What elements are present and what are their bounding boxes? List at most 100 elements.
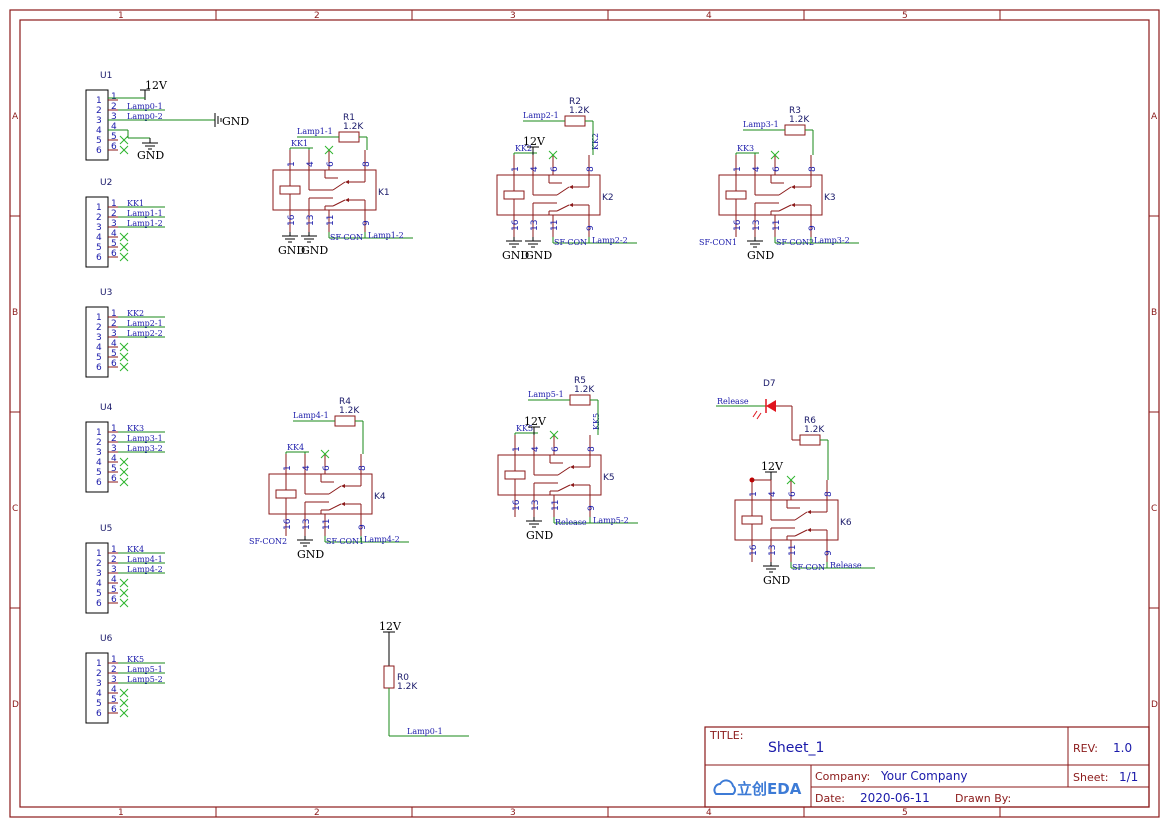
- header-net-label: KK4: [127, 545, 144, 554]
- relay-gnd-16-label: GND: [502, 249, 529, 262]
- relay-bot-left-net: SF-CON2: [776, 238, 814, 247]
- relay-pin-bot: 9: [808, 225, 818, 231]
- relay-pin-top: 6: [322, 465, 332, 471]
- header-body: [85, 306, 109, 378]
- relay-ref: K5: [603, 473, 615, 483]
- header-pin-num-4: 4: [111, 122, 117, 132]
- inner-frame: [19, 19, 1150, 808]
- relay-pin-top: 1: [511, 166, 521, 172]
- title-block: TITLE: Sheet_1 REV: 1.0 Company: Your Co…: [704, 726, 1150, 808]
- header-pin-num-1: 1: [111, 655, 117, 665]
- header-net-label: Lamp2-1: [127, 319, 163, 328]
- relay-pin-bot: 13: [531, 500, 541, 511]
- relay-pin-top: 4: [306, 161, 316, 167]
- header-pin-6: 6: [96, 599, 102, 609]
- header-no-connect-5: [119, 698, 129, 708]
- relay-ref: K4: [374, 492, 386, 502]
- header-pin-num-3: 3: [111, 112, 117, 122]
- header-pin-6: 6: [96, 146, 102, 156]
- header-pin-4: 4: [96, 579, 102, 589]
- header-net-label: Lamp1-2: [127, 219, 163, 228]
- header-pin-num-4: 4: [111, 685, 117, 695]
- relay-gnd-13: GND: [301, 232, 328, 257]
- sw-blade: [794, 511, 808, 521]
- header-pin-num-4: 4: [111, 454, 117, 464]
- header-net-label: Lamp2-2: [127, 329, 163, 338]
- relay-coil-net: KK1: [291, 139, 308, 148]
- header-pin-num-1: 1: [111, 92, 117, 102]
- header-pin-4: 4: [96, 458, 102, 468]
- header-no-connect-4: [119, 342, 129, 352]
- zone-col-1-bottom: 1: [118, 808, 124, 818]
- relay-pin-bot: 11: [550, 220, 560, 231]
- resistor-ref: R6: [804, 416, 816, 426]
- u1-gnd-right-label: GND: [222, 115, 249, 128]
- relay-pin-bot: 9: [824, 550, 834, 556]
- sw-blade: [556, 186, 570, 196]
- header-pin-num-4: 4: [111, 339, 117, 349]
- header-pin-4: 4: [96, 126, 102, 136]
- relay-gnd-13-label: GND: [297, 548, 324, 561]
- header-net-label: KK3: [127, 424, 144, 433]
- header-pin-num-2: 2: [111, 319, 117, 329]
- relay-pin-top: 6: [772, 166, 782, 172]
- header-pin-num-2: 2: [111, 209, 117, 219]
- resistor-body: [784, 124, 806, 136]
- header-pin-5: 5: [96, 243, 102, 253]
- relay-coil: [504, 470, 526, 480]
- relay-pin-bot: 16: [287, 214, 297, 226]
- d7-net-label: Release: [717, 397, 749, 406]
- header-pin-2: 2: [96, 213, 102, 223]
- header-pin-num-3: 3: [111, 219, 117, 229]
- sw-arrow: [345, 198, 349, 202]
- resistor-value: 1.2K: [789, 115, 810, 125]
- header-pin-2: 2: [96, 559, 102, 569]
- header-no-connect-6: [119, 145, 129, 155]
- zone-col-5-bottom: 5: [902, 808, 908, 818]
- header-pin-num-3: 3: [111, 675, 117, 685]
- relay-coil: [725, 190, 747, 200]
- relay-pin-bot: 11: [326, 215, 336, 226]
- zone-col-2-top: 2: [314, 11, 320, 21]
- header-pin-4: 4: [96, 689, 102, 699]
- header-net-label: KK5: [127, 655, 144, 664]
- tb-date-label: Date:: [815, 792, 845, 805]
- relay-bot-left-net: SF-CON: [554, 238, 587, 247]
- u1-gnd-label: GND: [137, 149, 164, 162]
- header-net-label: KK2: [127, 309, 144, 318]
- tb-logo-text: 立创EDA: [737, 780, 802, 798]
- relay-bot-mid-net: SF-CON2: [249, 537, 287, 546]
- tb-sheet-label: Sheet:: [1073, 771, 1109, 784]
- d7-led: D7 Release: [716, 379, 800, 441]
- tb-company: Your Company: [880, 769, 968, 783]
- relay-pin-top: 1: [512, 446, 522, 452]
- resistor-body: [338, 131, 360, 143]
- resistor-body: [564, 115, 586, 127]
- relay-pin-top: 6: [550, 166, 560, 172]
- header-net-label: Lamp0-1: [127, 102, 163, 111]
- header-pin-num-3: 3: [111, 565, 117, 575]
- relay-ref: K1: [378, 188, 390, 198]
- header-no-connect-6: [119, 598, 129, 608]
- zone-ticks: [10, 10, 1159, 817]
- relay-gnd-13: GND: [763, 562, 790, 587]
- tb-title: Sheet_1: [768, 740, 824, 756]
- header-pin-5: 5: [96, 353, 102, 363]
- relay-bot-mid-net: SF-CON1: [699, 238, 737, 247]
- relay-12v-label: 12V: [761, 460, 784, 473]
- resistor-body: [569, 394, 591, 406]
- sw-blade: [328, 485, 342, 495]
- header-body: [85, 196, 109, 268]
- header-pin-num-1: 1: [111, 199, 117, 209]
- relay-pin-top: 4: [530, 166, 540, 172]
- sw-blade: [557, 466, 571, 476]
- resistor-lamp-net: Lamp1-1: [297, 127, 333, 136]
